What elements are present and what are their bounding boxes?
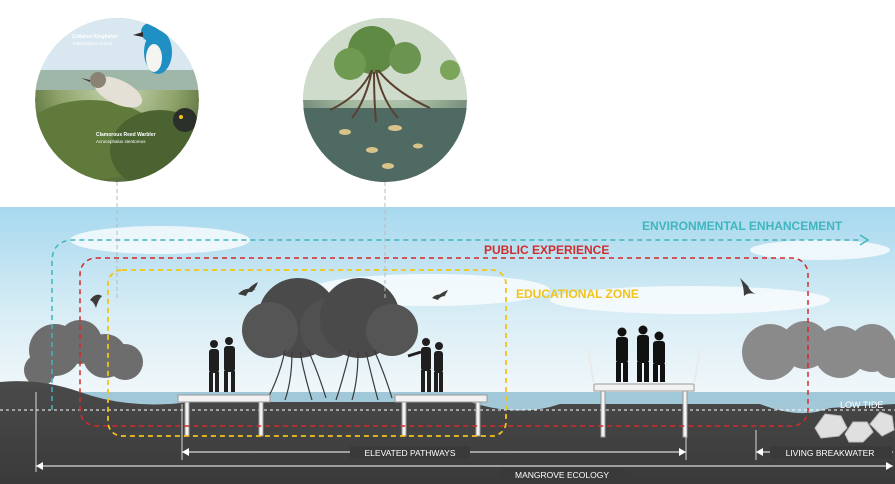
elevated-pathways-label: ELEVATED PATHWAYS xyxy=(365,448,456,458)
flying-birds xyxy=(90,278,756,308)
bird-icon xyxy=(740,278,756,296)
low-tide-label: LOW TIDE xyxy=(840,400,883,410)
fish-icon xyxy=(339,125,423,169)
educational-zone-frame xyxy=(107,269,507,437)
kingfisher-name: Collared Kingfisher xyxy=(72,34,118,40)
walkway-3 xyxy=(587,349,701,438)
bird-icon xyxy=(238,282,258,296)
dark-bird-icon xyxy=(173,108,197,132)
mangrove-ecology-label: MANGROVE ECOLOGY xyxy=(515,470,609,480)
arrow-right-icon xyxy=(859,234,870,246)
mangrove-trees xyxy=(242,278,418,401)
left-shrubs xyxy=(24,320,143,386)
bird-icon xyxy=(90,294,102,308)
right-shrubs xyxy=(742,321,895,380)
environmental-zone-frame xyxy=(51,234,870,410)
inset-mangrove-roots xyxy=(303,18,467,182)
warbler-name: Clamorous Reed Warbler xyxy=(96,132,156,138)
warbler-icon xyxy=(81,72,143,108)
people-group-left xyxy=(209,337,235,392)
kingfisher-icon xyxy=(133,23,172,74)
kingfisher-latin: Todiramphus chloris xyxy=(72,41,113,46)
breakwater-rocks xyxy=(814,411,895,443)
dimension-label-bg xyxy=(350,446,470,459)
warbler-latin: Acrocephalus stentoreus xyxy=(96,139,146,144)
environmental-zone-label: ENVIRONMENTAL ENHANCEMENT xyxy=(642,219,843,233)
dimension-label-bg xyxy=(770,446,892,459)
people-group-right xyxy=(616,325,665,382)
public-zone-label: PUBLIC EXPERIENCE xyxy=(484,243,609,257)
bird-icon xyxy=(432,290,448,300)
dimension-label-bg xyxy=(500,468,630,481)
educational-zone-label: EDUCATIONAL ZONE xyxy=(516,287,639,301)
people-group-center xyxy=(407,338,443,392)
inset-birds: Collared Kingfisher Todiramphus chloris … xyxy=(35,18,199,182)
living-breakwater-label: LIVING BREAKWATER xyxy=(786,448,875,458)
ground xyxy=(0,381,895,484)
walkway-1 xyxy=(177,394,271,437)
dimension-mangrove-ecology xyxy=(35,392,893,472)
